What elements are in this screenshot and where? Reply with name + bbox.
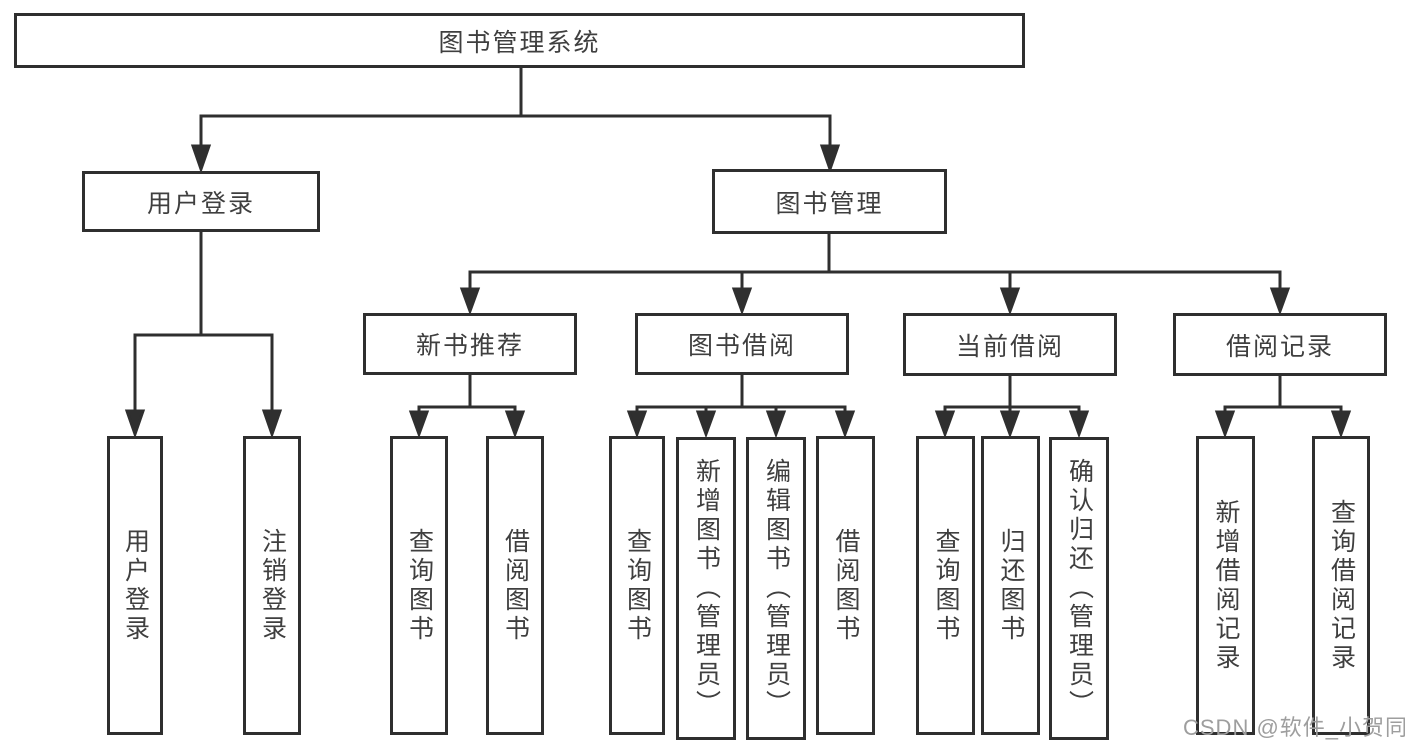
node-new-book-recommend: 新书推荐 [363,313,577,375]
arrowhead-icon [261,409,283,439]
node-leaf-user-login: 用户登录 [107,436,163,735]
node-leaf-add-books-admin: 新增图书（管理员） [676,437,736,740]
arrowhead-icon [459,287,481,316]
arrowhead-icon [834,410,856,439]
arrowhead-icon [190,144,212,174]
connector-current-borrow [934,374,1090,439]
connector-user-login-branch [124,230,283,439]
node-leaf-query-books-borrow: 查询图书 [609,436,665,735]
connector-book-borrow [626,373,856,439]
node-book-management: 图书管理 [712,169,947,234]
connector-borrow-records [1214,374,1352,439]
arrowhead-icon [626,410,648,439]
node-leaf-borrow-books: 借阅图书 [816,436,875,735]
arrowhead-icon [1068,410,1090,439]
node-library-management-system: 图书管理系统 [14,13,1025,68]
arrowhead-icon [124,409,146,439]
arrowhead-icon [1269,287,1291,316]
arrowhead-icon [934,410,956,439]
node-leaf-logout: 注销登录 [243,436,301,735]
node-leaf-query-borrow-record: 查询借阅记录 [1312,436,1370,735]
node-leaf-edit-books-admin: 编辑图书（管理员） [746,437,806,740]
arrowhead-icon [819,144,841,174]
node-leaf-return-books: 归还图书 [981,436,1040,735]
node-leaf-confirm-return-admin: 确认归还（管理员） [1049,437,1109,740]
arrowhead-icon [999,410,1021,439]
arrowhead-icon [408,410,430,439]
arrowhead-icon [1214,410,1236,439]
node-leaf-add-borrow-record: 新增借阅记录 [1196,436,1255,735]
arrowhead-icon [731,287,753,316]
node-current-borrow: 当前借阅 [903,313,1117,376]
connector-root-to-level2 [190,66,841,174]
node-user-login-branch: 用户登录 [82,171,320,232]
connector-new-book-recommend [408,373,526,439]
node-leaf-borrow-books-recommend: 借阅图书 [486,436,544,735]
node-borrow-records: 借阅记录 [1173,313,1387,376]
node-leaf-query-books-recommend: 查询图书 [390,436,448,735]
arrowhead-icon [1330,410,1352,439]
arrowhead-icon [695,410,717,439]
connector-book-management-branch [459,232,1291,316]
node-leaf-query-books-current: 查询图书 [916,436,975,735]
node-book-borrow: 图书借阅 [635,313,849,375]
arrowhead-icon [504,410,526,439]
arrowhead-icon [765,410,787,439]
arrowhead-icon [999,287,1021,316]
